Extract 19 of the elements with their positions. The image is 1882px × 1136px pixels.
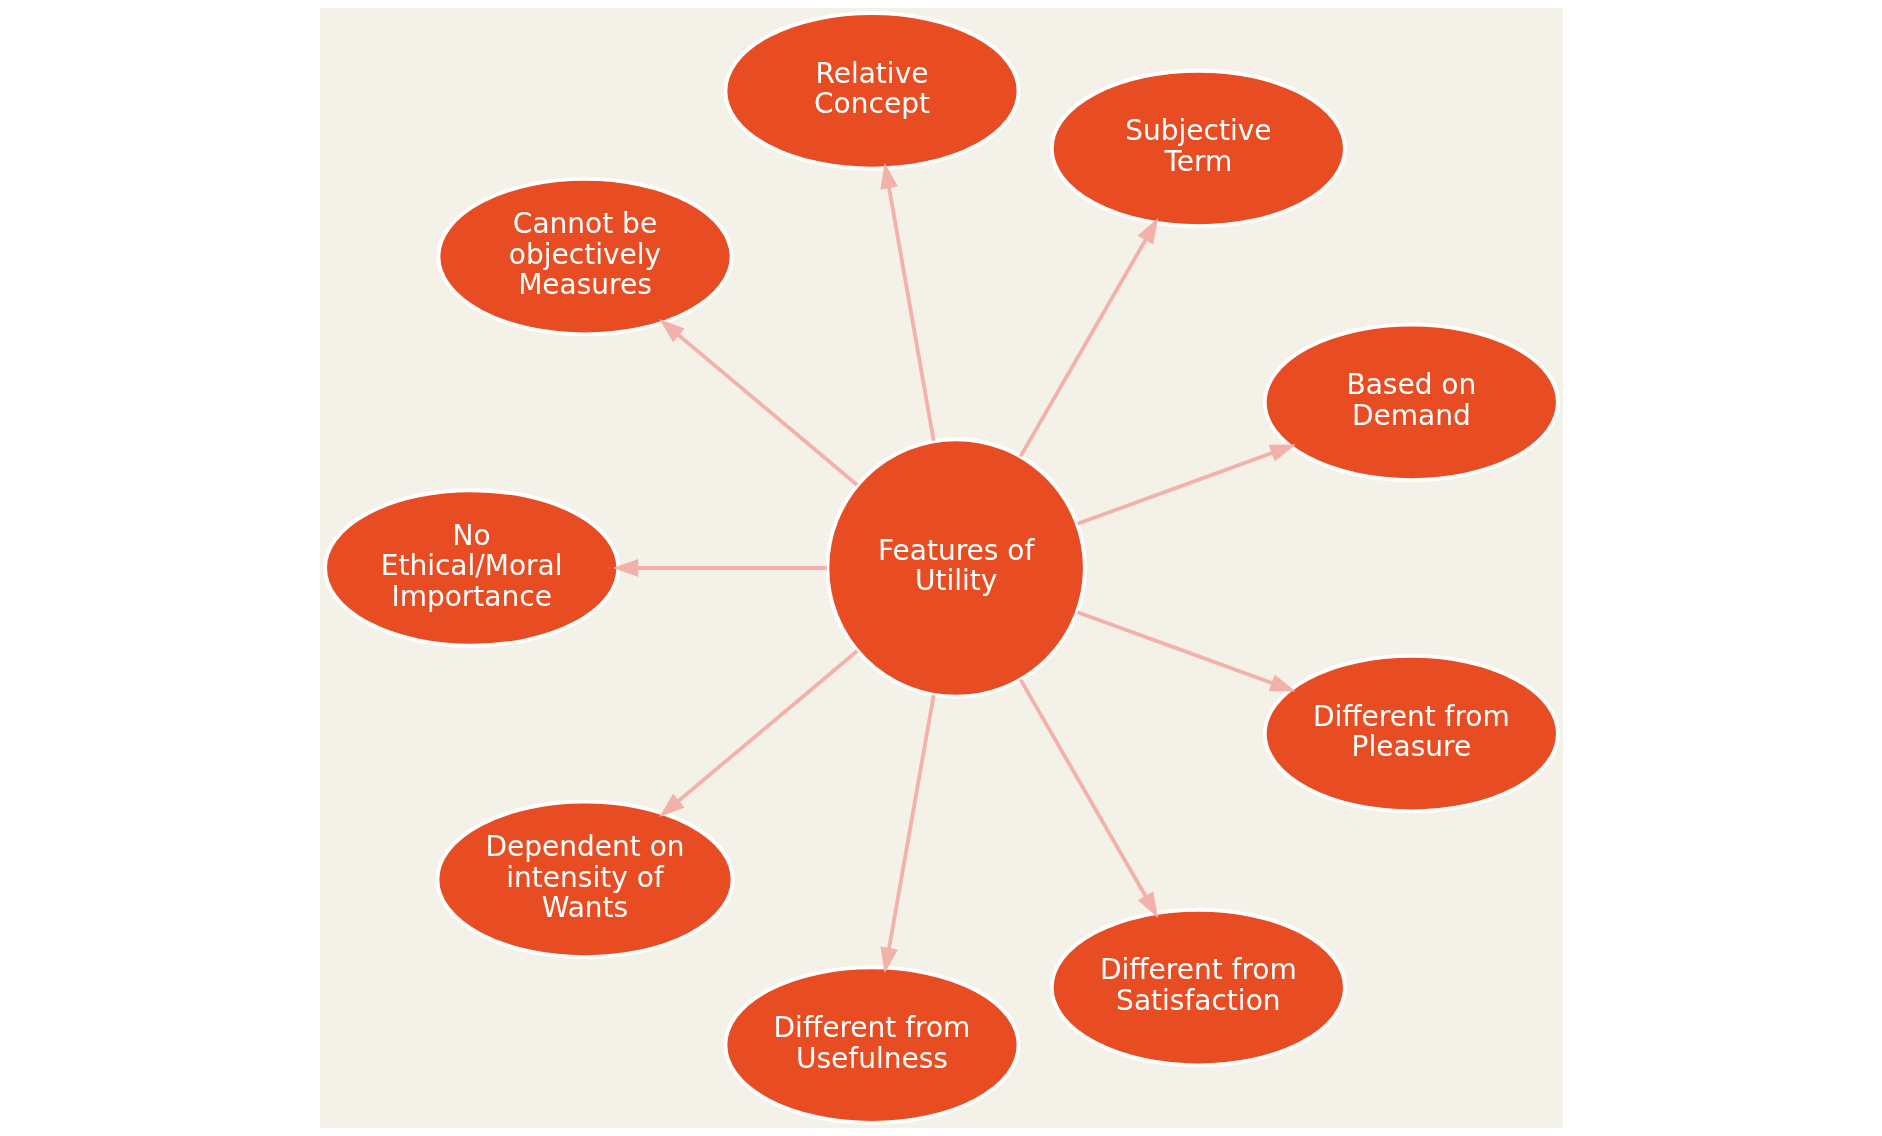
arrow xyxy=(1018,218,1158,458)
node-ellipse: Different from Satisfaction xyxy=(1049,907,1347,1068)
node-ellipse: Dependent on intensity of Wants xyxy=(435,799,734,960)
node-ellipse: Subjective Term xyxy=(1049,68,1347,229)
arrow xyxy=(879,694,936,974)
arrow xyxy=(612,559,827,577)
arrow xyxy=(879,162,936,442)
arrow xyxy=(658,649,858,818)
node-ellipse: Different from Usefulness xyxy=(723,965,1020,1125)
node-ellipse: No Ethical/Moral Importance xyxy=(322,488,620,648)
node-ellipse: Relative Concept xyxy=(723,11,1020,171)
node-ellipse: Different from Pleasure xyxy=(1262,654,1560,814)
arrow xyxy=(1076,444,1296,526)
arrow xyxy=(1018,678,1158,918)
node-circle: Features of Utility xyxy=(825,437,1087,699)
arrow xyxy=(1076,610,1296,692)
node-ellipse: Cannot be objectively Measures xyxy=(436,176,733,337)
node-ellipse: Based on Demand xyxy=(1262,322,1560,482)
arrow xyxy=(658,318,858,487)
